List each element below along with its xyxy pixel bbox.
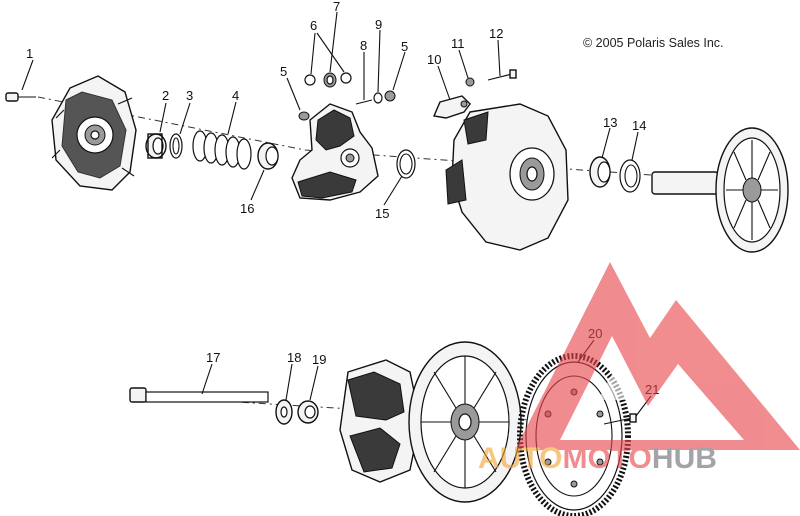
watermark-logo xyxy=(515,262,800,450)
part-4-spring xyxy=(192,130,252,170)
part-9-washer xyxy=(373,92,383,104)
callout-7: 7 xyxy=(333,0,340,14)
part-5-roller-left xyxy=(298,111,310,121)
part-15-o-ring xyxy=(396,149,416,179)
callout-2: 2 xyxy=(162,88,169,103)
copyright-text: © 2005 Polaris Sales Inc. xyxy=(583,36,724,50)
part-16-bushing xyxy=(257,142,279,170)
cover-plate xyxy=(51,75,137,191)
callout-16: 16 xyxy=(240,201,254,216)
moveable-sheave xyxy=(445,103,569,251)
callout-3: 3 xyxy=(186,88,193,103)
callout-17: 17 xyxy=(206,350,220,365)
watermark-hub: HUB xyxy=(652,442,717,475)
part-3-washer xyxy=(169,133,183,159)
callout-9: 9 xyxy=(375,17,382,32)
part-5-roller-right xyxy=(384,90,396,102)
callout-5-right: 5 xyxy=(401,39,408,54)
clutch-assembly xyxy=(339,341,522,503)
part-13-bushing xyxy=(589,156,611,188)
callout-8: 8 xyxy=(360,38,367,53)
callout-10: 10 xyxy=(427,52,441,67)
callout-5-left: 5 xyxy=(280,64,287,79)
part-11-nut xyxy=(465,77,475,87)
callout-4: 4 xyxy=(232,88,239,103)
part-12-bolt xyxy=(487,69,517,81)
watermark-moto: MOTO xyxy=(562,442,651,475)
spider-assembly xyxy=(291,103,379,201)
watermark-text: AUTOMOTOHUB xyxy=(478,442,717,475)
callout-11: 11 xyxy=(451,36,465,51)
part-17-bolt xyxy=(129,387,269,403)
callout-15: 15 xyxy=(375,206,389,221)
part-14-ring xyxy=(619,159,641,193)
part-1-pin xyxy=(5,92,36,102)
part-2-bushing xyxy=(145,133,167,159)
callout-18: 18 xyxy=(287,350,301,365)
callout-1: 1 xyxy=(26,46,33,61)
automotohub-watermark: AUTOMOTOHUB xyxy=(478,262,800,475)
part-10-weight xyxy=(433,95,471,119)
part-8-pin xyxy=(355,99,373,105)
callout-19: 19 xyxy=(312,352,326,367)
callout-6: 6 xyxy=(310,18,317,33)
part-6-washers xyxy=(304,72,352,86)
watermark-auto: AUTO xyxy=(478,442,562,475)
part-19-bushing xyxy=(297,400,319,424)
callout-13: 13 xyxy=(603,115,617,130)
part-18-washer xyxy=(275,399,293,425)
part-21-bolt xyxy=(603,413,637,425)
callout-12: 12 xyxy=(489,26,503,41)
callout-numbers: 1 2 3 4 5 6 7 8 9 5 10 11 12 13 14 15 16… xyxy=(26,0,659,397)
fixed-sheave xyxy=(651,127,789,253)
part-7-roller xyxy=(323,72,337,88)
callout-14: 14 xyxy=(632,118,646,133)
